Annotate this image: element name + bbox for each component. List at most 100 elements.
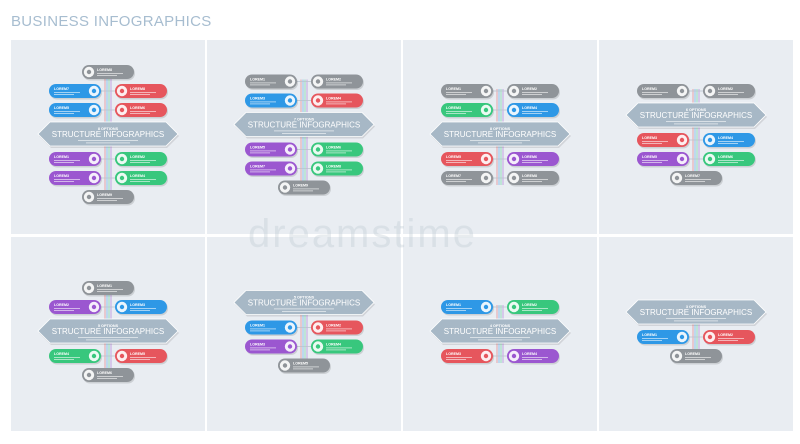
text-line bbox=[642, 160, 668, 161]
pill-body bbox=[311, 142, 363, 157]
text-line bbox=[446, 357, 472, 358]
option-label: LOREM6 bbox=[130, 106, 145, 110]
header-subtitle: 5 OPTIONS bbox=[98, 324, 119, 328]
text-line bbox=[54, 310, 74, 311]
text-line bbox=[97, 75, 117, 76]
icon-dot bbox=[287, 79, 293, 84]
text-line bbox=[78, 140, 138, 141]
pill-body bbox=[703, 133, 755, 147]
option-pill: LOREM5 bbox=[278, 358, 331, 374]
icon-dot bbox=[86, 285, 92, 291]
option-label: LOREM4 bbox=[130, 174, 145, 178]
option-pill: LOREM2 bbox=[703, 330, 756, 346]
text-line bbox=[250, 84, 270, 86]
text-line bbox=[130, 94, 150, 95]
option-pill: LOREM4 bbox=[311, 93, 364, 109]
text-line bbox=[685, 181, 705, 182]
icon-dot bbox=[91, 353, 97, 359]
text-line bbox=[522, 359, 542, 360]
header-hexagon bbox=[429, 121, 571, 147]
option-pill: LOREM1 bbox=[441, 300, 494, 316]
option-pill: LOREM2 bbox=[703, 84, 756, 100]
option-pill: LOREM7 bbox=[441, 171, 494, 187]
option-pill: LOREM3 bbox=[670, 349, 723, 365]
text-line bbox=[446, 359, 466, 360]
option-label: LOREM5 bbox=[54, 106, 69, 110]
text-line bbox=[130, 359, 150, 360]
icon-dot bbox=[282, 363, 288, 368]
icon-dot bbox=[511, 107, 517, 113]
icon-dot bbox=[315, 147, 321, 152]
option-label: LOREM1 bbox=[250, 78, 265, 82]
header-subtitle: 5 OPTIONS bbox=[294, 296, 315, 300]
text-line bbox=[446, 111, 472, 112]
text-line bbox=[522, 111, 548, 112]
icon-dot bbox=[483, 88, 489, 94]
text-line bbox=[250, 330, 270, 332]
pill-body bbox=[703, 152, 755, 166]
text-line bbox=[478, 339, 522, 341]
text-line bbox=[282, 311, 326, 312]
text-line bbox=[326, 171, 346, 173]
option-pill: LOREM3 bbox=[245, 339, 298, 355]
option-pill: LOREM2 bbox=[507, 300, 560, 316]
option-pill: LOREM2 bbox=[311, 320, 364, 336]
pill-body bbox=[311, 161, 363, 176]
text-line bbox=[326, 330, 346, 332]
icon-dot bbox=[483, 107, 489, 113]
header-subtitle: 8 OPTIONS bbox=[490, 127, 511, 131]
text-line bbox=[130, 357, 156, 358]
icon-dot bbox=[674, 175, 680, 181]
icon-dot bbox=[86, 69, 92, 75]
text-line bbox=[718, 94, 738, 95]
option-label: LOREM3 bbox=[446, 106, 461, 110]
option-pill: LOREM7 bbox=[49, 84, 102, 100]
icon-dot bbox=[282, 185, 288, 190]
icon-dot bbox=[315, 166, 321, 171]
option-pill: LOREM2 bbox=[507, 84, 560, 100]
option-pill: LOREM3 bbox=[441, 349, 494, 365]
header-title: STRUCTURE INFOGRAPHICS bbox=[640, 111, 752, 120]
option-label: LOREM3 bbox=[446, 352, 461, 356]
icon-dot bbox=[119, 304, 125, 310]
option-pill: LOREM1 bbox=[82, 281, 135, 297]
text-line bbox=[97, 376, 123, 377]
page-title: BUSINESS INFOGRAPHICS bbox=[11, 13, 212, 30]
text-line bbox=[478, 142, 522, 144]
option-label: LOREM7 bbox=[446, 174, 461, 178]
text-line bbox=[685, 357, 711, 358]
text-line bbox=[446, 94, 466, 95]
text-line bbox=[97, 200, 117, 201]
option-label: LOREM1 bbox=[97, 284, 112, 288]
option-pill: LOREM3 bbox=[637, 133, 690, 149]
text-line bbox=[522, 181, 542, 182]
icon-dot bbox=[511, 156, 517, 162]
text-line bbox=[54, 359, 74, 360]
option-label: LOREM4 bbox=[54, 352, 69, 356]
text-line bbox=[326, 150, 352, 152]
text-line bbox=[54, 160, 80, 161]
header-hexagon bbox=[37, 121, 179, 147]
option-pill: LOREM8 bbox=[507, 171, 560, 187]
header-subtitle: 3 OPTIONS bbox=[686, 305, 707, 309]
text-line bbox=[130, 179, 156, 180]
text-line bbox=[685, 359, 705, 360]
text-line bbox=[642, 338, 668, 339]
option-label: LOREM4 bbox=[522, 106, 537, 110]
text-line bbox=[522, 357, 548, 358]
option-pill: LOREM1 bbox=[49, 152, 102, 168]
text-line bbox=[97, 378, 117, 379]
text-line bbox=[326, 328, 352, 330]
pill-body bbox=[670, 171, 722, 185]
pill-body bbox=[82, 65, 134, 79]
header-subtitle: 7 OPTIONS bbox=[294, 118, 315, 122]
option-label: LOREM2 bbox=[130, 155, 145, 159]
option-label: LOREM2 bbox=[718, 333, 733, 337]
text-line bbox=[446, 179, 472, 180]
option-pill: LOREM1 bbox=[245, 74, 298, 90]
option-pill: LOREM8 bbox=[311, 161, 364, 177]
text-line bbox=[293, 368, 313, 370]
